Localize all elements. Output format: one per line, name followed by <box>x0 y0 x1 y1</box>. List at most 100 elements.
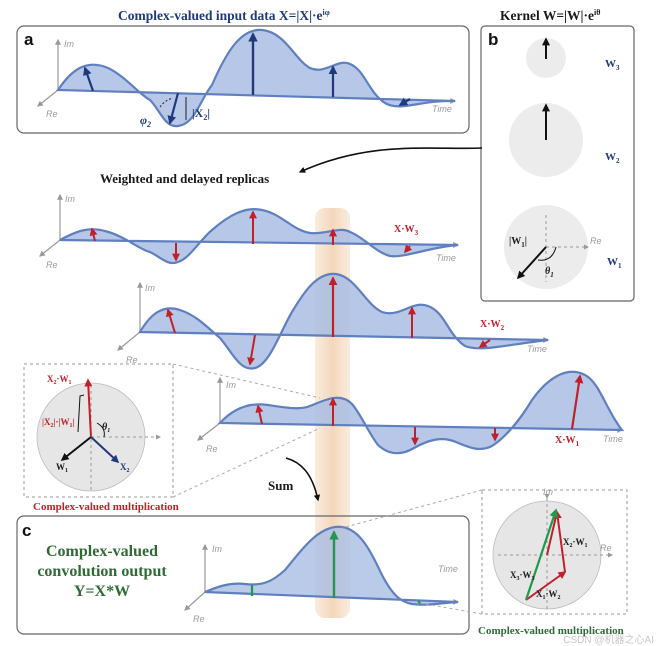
replica-w3-plot: Im Re Time X·W3 <box>39 193 460 270</box>
input-title: Complex-valued input data X=|X|·eiφ <box>118 8 330 23</box>
replica-w2-plot: Im Re Time X·W2 <box>117 272 550 370</box>
output-title-line2: convolution output <box>37 563 167 580</box>
replica-w1-arrow-1 <box>255 404 264 425</box>
right-mult-sum-arrow <box>524 508 558 601</box>
im-axis-label: Im <box>145 283 156 293</box>
left-mult-w1-label: W1 <box>56 462 68 474</box>
re-axis-label: Re <box>126 355 138 365</box>
kernel-theta1: θ1 <box>545 266 554 279</box>
kernel-re-label: Re <box>590 236 602 246</box>
panel-c-frame <box>16 515 470 635</box>
replica-w1-plot: Im Re Time X·W1 <box>197 370 625 455</box>
panel-b-label: b <box>488 30 498 49</box>
replica-w3-arrow-5 <box>403 244 413 254</box>
re-axis-label: Re <box>206 444 218 454</box>
right-multiplication-caption: Complex-valued multiplication <box>478 625 624 637</box>
right-mult-x1w2-arrow <box>525 571 567 601</box>
re-axis <box>39 239 61 257</box>
im-axis-label: Im <box>226 380 237 390</box>
left-mult-x2-label: X2 <box>120 462 130 474</box>
kernel-w3-label: W3 <box>605 58 620 72</box>
right-mult-x1w2-label: X1·W2 <box>536 589 561 601</box>
output-waveform-area <box>204 525 459 606</box>
panel-c-label: c <box>22 521 31 540</box>
kernel-w1-magnitude: |W1| <box>509 236 527 249</box>
right-mult-re-label: Re <box>600 543 612 553</box>
replica-w3-arrow-1 <box>89 227 98 242</box>
left-mult-product-label: X2·W1 <box>47 374 72 386</box>
re-axis <box>117 331 141 351</box>
left-multiplication-caption: Complex-valued multiplication <box>33 501 179 513</box>
input-waveform-area <box>55 28 456 128</box>
panel-a-label: a <box>24 30 34 49</box>
kernel-w2-label: W2 <box>605 151 620 165</box>
left-mult-x2-arrow <box>90 436 120 464</box>
replica-w3-area <box>59 208 459 265</box>
x2-magnitude-label: |X2| <box>192 106 210 122</box>
im-axis-label: Im <box>212 544 223 554</box>
left-mult-magnitude-label: |X2|·|W1| <box>42 417 74 429</box>
replica-w1-arrow-5 <box>570 374 584 430</box>
input-arrow-5 <box>398 97 411 106</box>
kernel-weights: W3 W2 Re |W1| θ1 W1 <box>504 37 622 289</box>
phi2-label: φ2 <box>140 113 151 129</box>
input-arrow-1 <box>83 66 95 92</box>
output-title-line3: Y=X*W <box>74 583 130 600</box>
time-axis-label: Time <box>527 344 547 354</box>
panel-b-frame <box>480 25 635 302</box>
right-mult-x3w3-arrow <box>546 511 558 556</box>
theta1-arc <box>537 246 557 261</box>
watermark: CSDN @机器之心AI <box>563 633 654 646</box>
kernel-w1-label: W1 <box>607 256 622 270</box>
kernel-w1-arrow <box>516 246 547 280</box>
sum-arrow <box>285 457 321 502</box>
right-mult-im-label: Im <box>543 487 554 497</box>
left-inset-connector-top <box>172 363 321 399</box>
replica-w2-arrow-1 <box>166 308 176 334</box>
left-mult-magnitude-bracket <box>77 394 85 433</box>
replica-w1-label: X·W1 <box>555 435 580 448</box>
re-axis-label: Re <box>46 260 58 270</box>
replica-w3-label: X·W3 <box>394 224 419 237</box>
replica-w2-arrow-5 <box>478 339 491 348</box>
panel-a-frame <box>16 25 470 134</box>
re-axis-label: Re <box>46 109 58 119</box>
kernel-title: Kernel W=|W|·eiθ <box>500 8 600 23</box>
right-inset-connector-top <box>341 489 483 529</box>
replica-w2-label: X·W2 <box>480 319 505 332</box>
replica-w2-area <box>138 272 549 370</box>
left-mult-theta-label: θ1 <box>102 422 110 434</box>
left-mult-w1-arrow <box>60 436 92 461</box>
phi2-arc <box>159 97 174 108</box>
right-mult-x2w1-arrow <box>553 510 566 573</box>
sum-label: Sum <box>268 478 293 493</box>
input-waveform-plot: Im Re Time φ2 |X2| <box>37 28 457 129</box>
im-axis-label: Im <box>64 39 75 49</box>
left-multiplication-diagram: X2·W1 |X2|·|W1| θ1 W1 X2 <box>36 374 161 492</box>
re-axis <box>197 422 221 441</box>
right-multiplication-inset <box>481 489 628 615</box>
left-mult-theta-arc <box>96 422 105 438</box>
right-inset-connector-bottom <box>419 602 483 615</box>
input-arrow-2 <box>167 92 180 125</box>
right-mult-x2w1-label: X2·W1 <box>563 537 588 549</box>
replica-w2-arrow-2 <box>247 334 256 366</box>
output-title-line1: Complex-valued <box>46 543 158 560</box>
left-mult-product-arrow <box>84 378 93 438</box>
re-axis <box>184 591 206 611</box>
time-axis-label: Time <box>436 253 456 263</box>
left-inset-connector-bottom <box>172 427 321 498</box>
time-axis-label: Time <box>438 564 458 574</box>
output-waveform-plot: Im Re Time <box>184 525 460 624</box>
time-axis-label: Time <box>432 104 452 114</box>
im-axis-label: Im <box>65 194 76 204</box>
left-multiplication-inset <box>23 363 174 498</box>
re-axis-label: Re <box>193 614 205 624</box>
right-multiplication-diagram: Im Re X2·W1 X3·W3 X1·W2 <box>492 487 613 612</box>
kernel-to-replicas-arrow <box>298 147 483 173</box>
time-axis-label: Time <box>603 434 623 444</box>
re-axis <box>37 89 59 107</box>
replicas-title: Weighted and delayed replicas <box>100 171 269 186</box>
right-mult-x3w3-label: X3·W3 <box>510 570 535 582</box>
